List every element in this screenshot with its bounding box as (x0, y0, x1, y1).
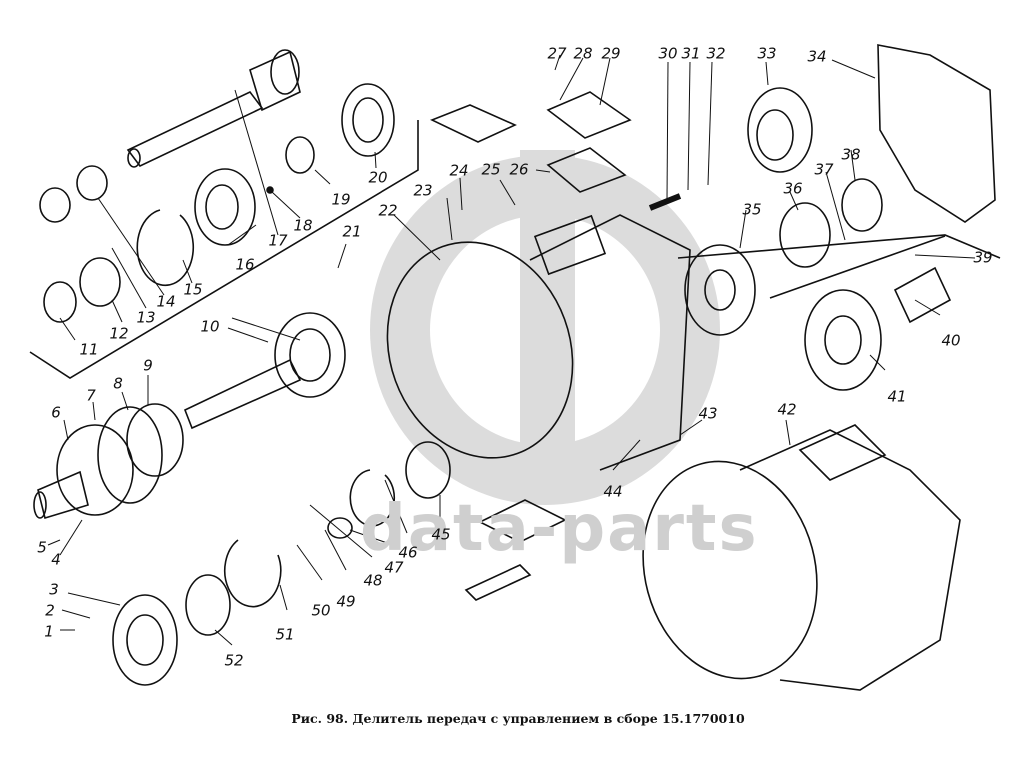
watermark-text: data-parts (360, 492, 759, 566)
callout-label: 15 (183, 280, 203, 299)
callout-label: 42 (777, 400, 797, 419)
gear-41 (804, 289, 882, 391)
ring-36 (779, 202, 831, 268)
snap-ring-15 (136, 209, 195, 287)
callout-label: 32 (706, 44, 726, 63)
callout-label: 31 (681, 44, 701, 63)
bearing-38 (841, 178, 883, 232)
subassembly-bracket-line-2 (677, 234, 1001, 259)
callout-label: 8 (113, 374, 123, 393)
callout-label: 21 (342, 222, 362, 241)
o-ring-52 (185, 574, 231, 636)
callout-label: 24 (449, 161, 469, 180)
callout-label: 38 (841, 145, 861, 164)
callout-label: 19 (331, 190, 351, 209)
ring-12 (79, 257, 121, 307)
snap-ring-46 (349, 469, 396, 527)
callout-label: 23 (413, 181, 433, 200)
callout-label: 2 (45, 601, 55, 620)
callout-label: 28 (573, 44, 593, 63)
callout-label: 35 (742, 200, 762, 219)
callout-label: 1 (44, 622, 54, 641)
gasket-34 (877, 44, 996, 223)
callout-label: 49 (336, 592, 356, 611)
callout-label: 17 (268, 231, 288, 250)
callout-label: 43 (698, 404, 718, 423)
callout-label: 10 (200, 317, 220, 336)
synchronizer-blocks (39, 165, 108, 223)
callout-label: 12 (109, 324, 129, 343)
plate-47 (327, 517, 353, 539)
leader-lines (47, 54, 976, 646)
gasket-7 (97, 406, 163, 504)
callout-label: 3 (49, 580, 59, 599)
callout-label: 18 (293, 216, 313, 235)
figure-caption: Рис. 98. Делитель передач с управлением … (291, 711, 745, 726)
callout-label: 7 (86, 386, 96, 405)
callout-label: 26 (509, 160, 529, 179)
callout-label: 25 (481, 160, 501, 179)
callout-label: 36 (783, 179, 803, 198)
cover-3 (112, 594, 178, 686)
callout-label: 48 (363, 571, 383, 590)
callout-label: 52 (224, 651, 244, 670)
bearing-16 (194, 168, 256, 246)
callout-label: 4 (51, 550, 61, 569)
callout-label: 34 (807, 47, 827, 66)
callout-label: 6 (51, 403, 61, 422)
subassembly-bracket-line (29, 120, 419, 379)
flange-6 (33, 424, 134, 520)
callout-label: 30 (658, 44, 678, 63)
cover-9 (126, 403, 184, 477)
callout-label: 45 (431, 525, 451, 544)
callout-label: 41 (887, 387, 907, 406)
shaft-40 (893, 266, 952, 324)
callout-label: 46 (398, 543, 418, 562)
half-ring-51 (224, 539, 282, 608)
callout-label: 50 (311, 601, 331, 620)
callout-label: 14 (156, 292, 176, 311)
callout-label: 13 (136, 308, 156, 327)
callout-label: 51 (275, 625, 295, 644)
callout-label: 39 (973, 248, 993, 267)
housing-22 (386, 214, 691, 471)
callout-label: 29 (601, 44, 621, 63)
gear-20 (341, 83, 395, 157)
stud-30 (648, 193, 682, 211)
bearing-45 (405, 441, 451, 499)
synchronizer-33 (747, 87, 813, 173)
callout-label: 40 (941, 331, 961, 350)
callout-label: 33 (757, 44, 777, 63)
assembled-unit-42 (642, 424, 961, 691)
cover-plates (429, 91, 632, 601)
callout-label: 22 (378, 201, 398, 220)
subassembly-bracket-line-3 (769, 235, 946, 299)
bushing-19 (285, 136, 315, 174)
callout-label: 11 (79, 340, 99, 359)
callout-label: 16 (235, 255, 255, 274)
callout-label: 44 (603, 482, 623, 501)
callout-label: 20 (368, 168, 388, 187)
main-shaft-10 (183, 312, 346, 430)
callout-label: 9 (143, 356, 153, 375)
callout-label: 37 (814, 160, 834, 179)
callout-label: 5 (37, 538, 47, 557)
callout-label: 27 (547, 44, 567, 63)
gear-35 (684, 244, 756, 336)
input-shaft (126, 49, 301, 168)
seal-11 (43, 281, 77, 323)
ball-18 (266, 186, 274, 194)
callout-label: 47 (384, 558, 404, 577)
